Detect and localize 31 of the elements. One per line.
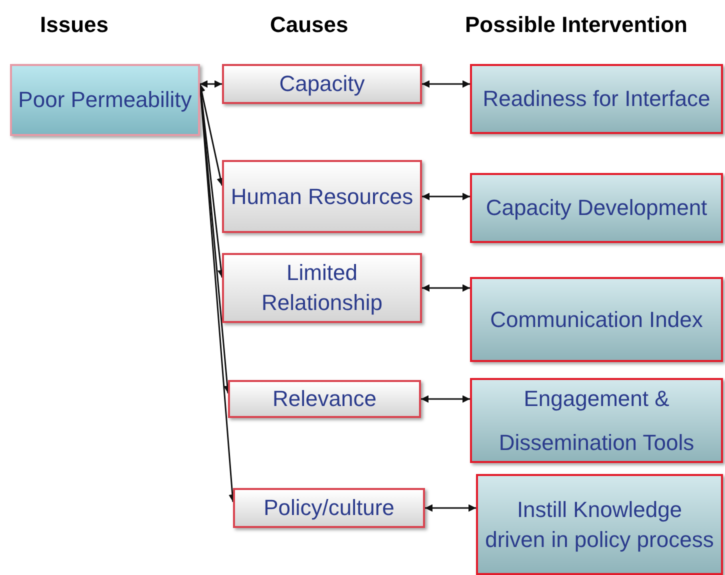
box-label: Capacity Development [486,194,708,222]
cause-box [228,380,421,418]
box-label: Readiness for Interface [482,85,710,113]
box-label: Relevance [272,385,376,413]
intervention-box [470,64,723,134]
box-label: Human Resources [230,182,414,210]
cause-box [233,488,425,528]
double-arrow [421,395,470,403]
double-arrow [422,192,470,200]
box-label: Instill Knowledge driven in policy process [484,496,715,554]
double-arrow [425,504,476,512]
column-heading: Issues [40,12,108,38]
issue-box [10,64,200,136]
column-heading: Causes [270,12,348,38]
cause-box [222,64,422,104]
intervention-box [476,474,723,575]
cause-box [222,160,422,233]
intervention-box [470,378,723,463]
double-arrow [422,80,470,88]
intervention-box [470,277,723,362]
box-label: Policy/culture [264,494,394,522]
box-label: Communication Index [490,306,703,334]
cause-box [222,253,422,323]
column-heading: Possible Intervention [465,12,688,38]
intervention-box [470,173,723,243]
double-arrow [422,284,470,292]
double-arrow [200,80,222,88]
box-label: Engagement & Dissemination Tools [498,384,696,456]
box-label: Capacity [279,70,365,98]
box-label: Limited Relationship [260,259,384,317]
box-label: Poor Permeability [18,86,192,114]
